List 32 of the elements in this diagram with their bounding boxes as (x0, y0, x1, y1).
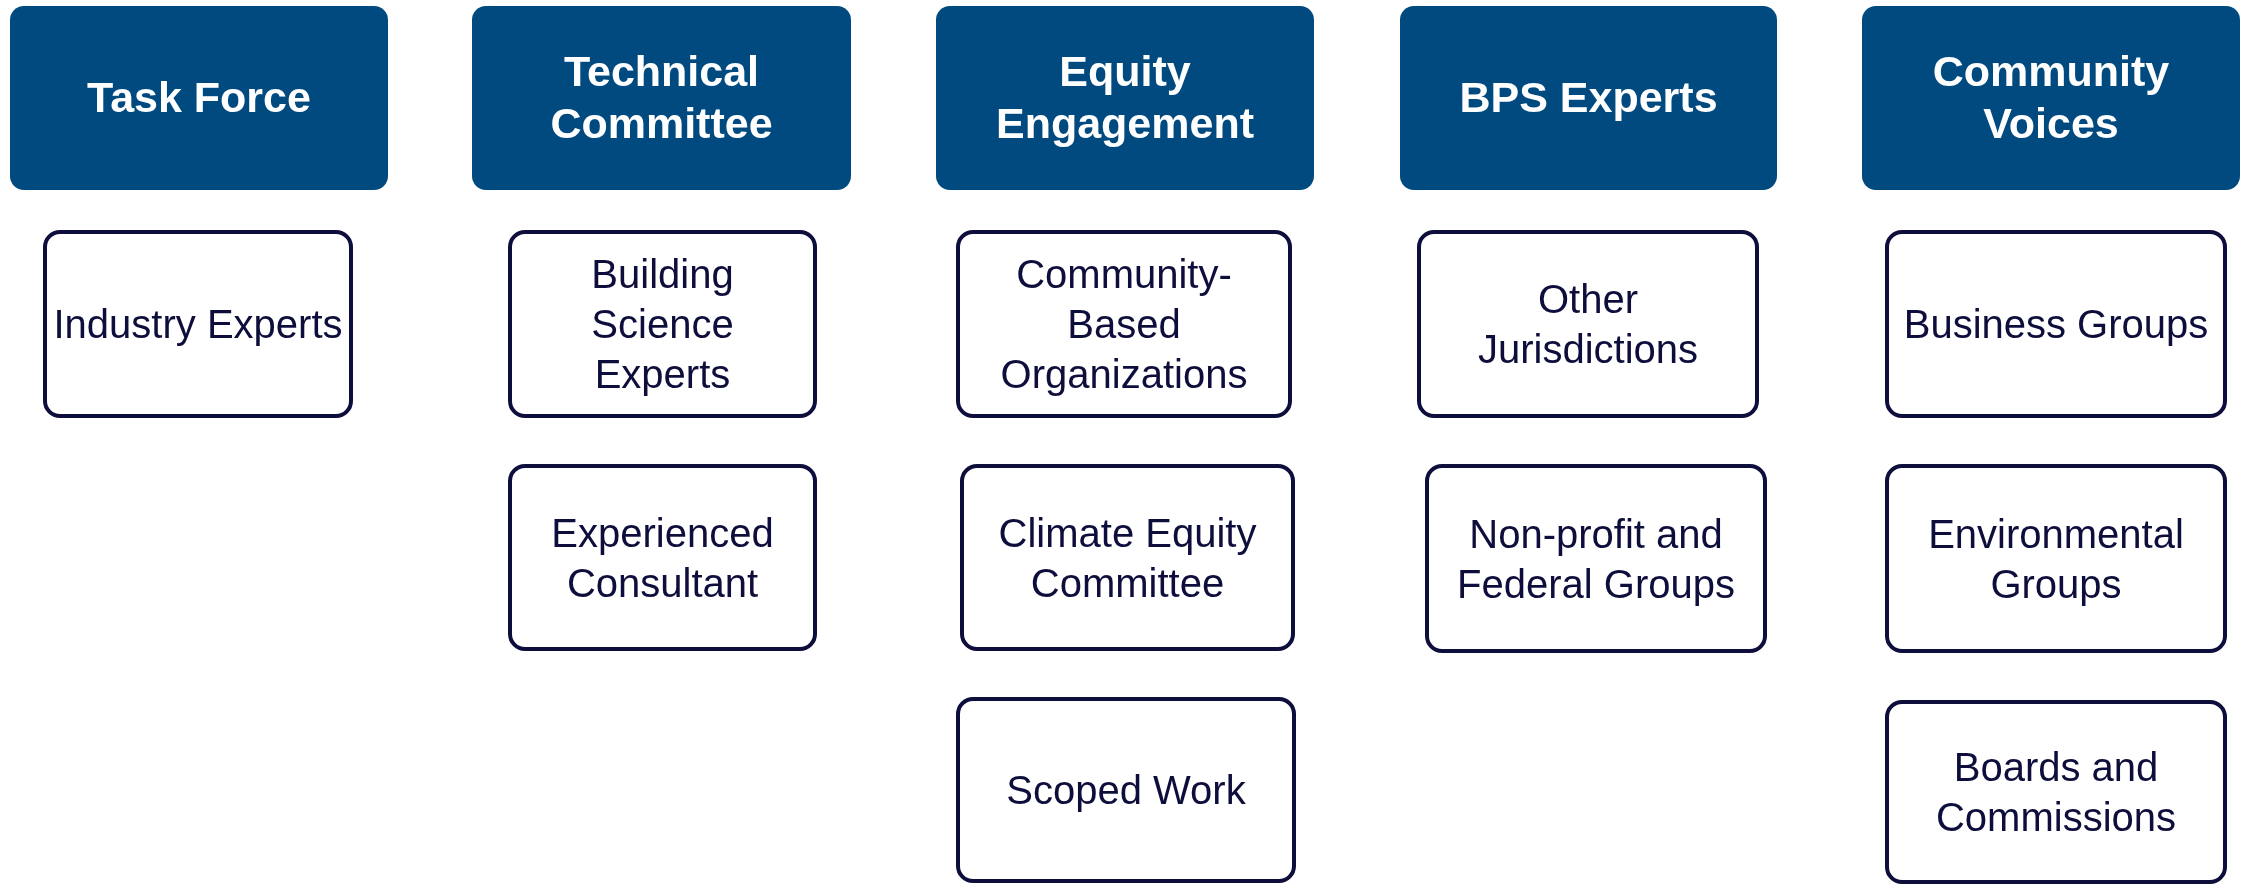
header-title: Task Force (87, 72, 311, 124)
item-box (508, 464, 817, 651)
item-label: Experienced Consultant (550, 509, 775, 607)
header-title: Technical Committee (549, 46, 774, 149)
item-box (508, 230, 817, 418)
item-label: Boards and Commissions (1934, 744, 2177, 841)
item-box (1885, 230, 2227, 418)
item-box (956, 230, 1292, 418)
item-box (1425, 464, 1767, 653)
header-title: BPS Experts (1459, 72, 1718, 124)
item-box (956, 697, 1296, 883)
item-box (1885, 464, 2227, 653)
header-box (1400, 6, 1777, 190)
header-box (472, 6, 851, 190)
item-label: Community-Based Organizations (999, 251, 1249, 398)
item-label: Building Science Experts (590, 251, 735, 398)
item-box (960, 464, 1295, 651)
header-title: Community Voices (1931, 46, 2171, 149)
item-label: Industry Experts (53, 301, 343, 348)
item-box (43, 230, 353, 418)
item-label: Other Jurisdictions (1476, 276, 1700, 373)
header-title: Equity Engagement (994, 46, 1255, 149)
header-box (936, 6, 1314, 190)
item-label: Business Groups (1903, 301, 2209, 348)
header-box (1862, 6, 2240, 190)
item-box (1417, 230, 1759, 418)
item-label: Environmental Groups (1927, 510, 2185, 608)
item-label: Non-profit and Federal Groups (1456, 510, 1736, 608)
item-label: Scoped Work (1006, 767, 1246, 814)
item-box (1885, 700, 2227, 884)
header-box (10, 6, 388, 190)
item-label: Climate Equity Committee (997, 509, 1258, 607)
